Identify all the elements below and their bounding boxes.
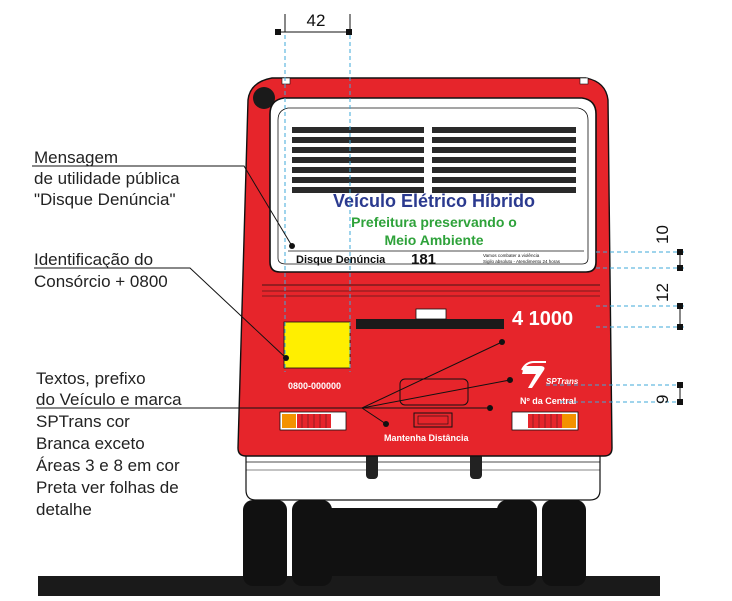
wheel-left-inner [292,500,332,586]
window-subtitle-2: Meio Ambiente [384,232,483,248]
callout-texts-line-4: Branca exceto [36,434,145,453]
window-title: Veículo Elétrico Híbrido [333,191,535,211]
wheel-right-inner [497,500,537,586]
callout-texts-line-6: Preta ver folhas de [36,478,179,497]
callout-texts-line-7: detalhe [36,500,92,519]
strip-note-1: Vamos combater a violência [483,253,540,258]
callout-message-line-2: de utilidade pública [34,169,180,188]
consortium-box [283,321,351,369]
callout-texts-line-5: Áreas 3 e 8 em cor [36,456,180,475]
dimension-logo-height-label: 9 [653,395,672,404]
dimension-sign-height: 12 [596,283,684,330]
leader-message [32,165,293,247]
strip-number: 181 [411,251,436,268]
axle-housing [330,508,500,576]
phone-number: 0800-000000 [288,381,341,391]
callout-consortium-line-2: Consórcio + 0800 [34,272,168,291]
tail-lamp-right [511,411,579,431]
dimension-logo-height: 9 [546,382,684,405]
plate-light [413,412,453,428]
tail-lamp-left [279,411,347,431]
dimension-window-bottom-label: 10 [653,225,672,244]
callout-texts-line-3: SPTrans cor [36,412,130,431]
dimension-sign-height-label: 12 [653,283,672,302]
sign-slot [356,319,504,329]
fleet-number: 4 1000 [512,308,573,330]
callout-texts-line-2: do Veículo e marca [36,390,182,409]
bus-skirt [245,454,601,501]
window-grille [292,127,576,193]
sptrans-logo-icon [521,361,546,388]
sign-bracket [415,308,447,320]
wheel-right-outer [542,500,586,586]
dimension-width: 42 [275,11,352,372]
window-subtitle-1: Prefeitura preservando o [351,214,517,230]
strip-note-2: Sigilo absoluto - Atendimento 24 horas [483,259,561,264]
callout-texts-line-1: Textos, prefixo [36,369,146,388]
leader-consortium [34,267,287,359]
dimension-width-label: 42 [307,11,326,30]
wheel-left-outer [243,500,287,586]
wheels [243,500,586,586]
callout-message-line-1: Mensagem [34,148,119,167]
brand-label: SPTrans [546,377,579,386]
callout-message-line-3: "Disque Denúncia" [34,190,176,209]
dimension-window-bottom: 10 [596,225,684,271]
strip-label: Disque Denúncia [296,254,386,266]
marker-light [253,87,275,109]
central-label: Nº da Central [520,396,576,406]
leader-lines [32,165,511,425]
distance-label: Mantenha Distância [384,433,470,443]
callout-consortium-line-1: Identificação do [34,250,154,269]
plate-recess [399,378,469,406]
